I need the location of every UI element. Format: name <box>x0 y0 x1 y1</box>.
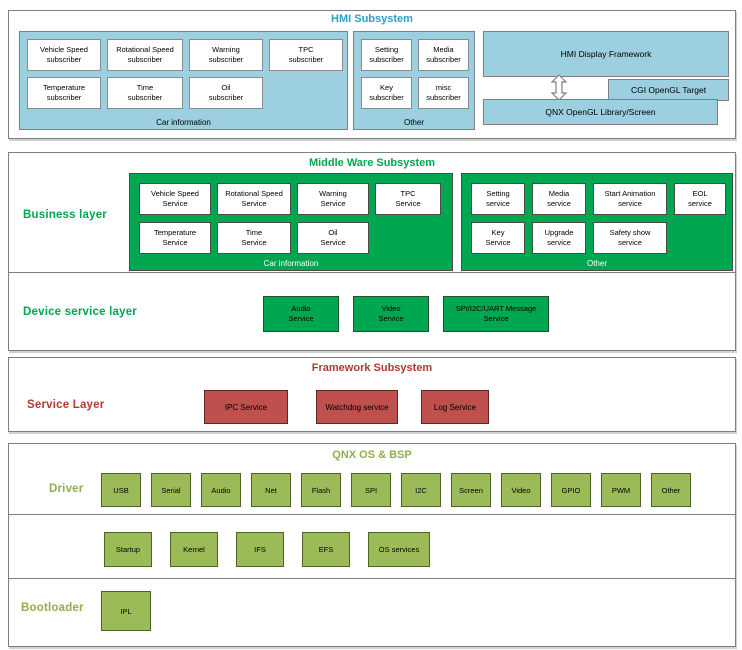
mw-box-tpc-service: TPC Service <box>375 183 441 215</box>
driver-audio-box: Audio <box>201 473 241 507</box>
middleware-title: Middle Ware Subsystem <box>308 157 436 169</box>
hmi-box-vehicle-speed-subscriber: Vehicle Speed subscriber <box>27 39 101 71</box>
audio-service-box: Audio Service <box>263 296 339 332</box>
mw-box-safety-show-service: Safety show service <box>593 222 667 254</box>
hmi-other-panel: Setting subscriber Media subscriber Key … <box>353 31 475 130</box>
mw-other-panel: Setting service Media service Start Anim… <box>461 173 733 271</box>
hmi-box-time-subscriber: Time subscriber <box>107 77 183 109</box>
middleware-subsystem-box: Middle Ware Subsystem Business layer Veh… <box>8 152 736 351</box>
mw-box-start-animation-service: Start Animation service <box>593 183 667 215</box>
hmi-box-rotational-speed-subscriber: Rotational Speed subscriber <box>107 39 183 71</box>
watchdog-service-box: Watchdog service <box>316 390 398 424</box>
driver-gpio-box: GPIO <box>551 473 591 507</box>
cgi-opengl-target-box: CGI OpenGL Target <box>608 79 729 101</box>
qnx-os-bsp-box: QNX OS & BSP Driver USB Serial Audio Net… <box>8 443 736 647</box>
business-layer-label: Business layer <box>23 209 107 221</box>
mw-car-info-caption: Car information <box>263 259 319 268</box>
mw-box-eol-service: EOL service <box>674 183 726 215</box>
spi-i2c-uart-message-service-box: SPI/I2C/UART Message Service <box>443 296 549 332</box>
os-ifs-box: IFS <box>236 532 284 567</box>
hmi-box-temperature-subscriber: Temperature subscriber <box>27 77 101 109</box>
hmi-box-key-subscriber: Key subscriber <box>361 77 412 109</box>
business-device-divider <box>9 272 735 273</box>
hmi-subsystem-title: HMI Subsystem <box>331 13 413 25</box>
driver-label: Driver <box>49 483 84 495</box>
bootloader-ipl-box: IPL <box>101 591 151 631</box>
mw-box-upgrade-service: Upgrade service <box>532 222 586 254</box>
ipc-service-box: IPC Service <box>204 390 288 424</box>
mw-box-oil-service: Oil Service <box>297 222 369 254</box>
hmi-car-info-panel: Vehicle Speed subscriber Rotational Spee… <box>19 31 348 130</box>
driver-serial-box: Serial <box>151 473 191 507</box>
hmi-box-oil-subscriber: Oil subscriber <box>189 77 263 109</box>
os-kernel-box: Kernel <box>170 532 218 567</box>
hmi-box-media-subscriber: Media subscriber <box>418 39 469 71</box>
mw-box-setting-service: Setting service <box>471 183 525 215</box>
driver-pwm-box: PWM <box>601 473 641 507</box>
driver-usb-box: USB <box>101 473 141 507</box>
hmi-box-tpc-subscriber: TPC subscriber <box>269 39 343 71</box>
mw-box-vehicle-speed-service: Vehicle Speed Service <box>139 183 211 215</box>
service-layer-label: Service Layer <box>27 399 105 411</box>
driver-os-divider <box>9 514 735 515</box>
hmi-car-info-caption: Car information <box>156 118 211 127</box>
driver-other-box: Other <box>651 473 691 507</box>
hmi-box-misc-subscriber: misc subscriber <box>418 77 469 109</box>
video-service-box: Video Service <box>353 296 429 332</box>
mw-box-time-service: Time Service <box>217 222 291 254</box>
driver-flash-box: Flash <box>301 473 341 507</box>
hmi-box-warning-subscriber: Warning subscriber <box>189 39 263 71</box>
hmi-display-framework-box: HMI Display Framework <box>483 31 729 77</box>
qnx-opengl-library-box: QNX OpenGL Library/Screen <box>483 99 718 125</box>
hmi-display-column: HMI Display Framework CGI OpenGL Target … <box>483 31 729 128</box>
mw-box-warning-service: Warning Service <box>297 183 369 215</box>
mw-box-key-service: Key Service <box>471 222 525 254</box>
driver-screen-box: Screen <box>451 473 491 507</box>
os-components-row: Startup Kernel IFS EFS OS services <box>104 532 430 567</box>
driver-row: USB Serial Audio Net Flash SPI I2C Scree… <box>101 473 691 507</box>
driver-net-box: Net <box>251 473 291 507</box>
log-service-box: Log Service <box>421 390 489 424</box>
device-service-layer-label: Device service layer <box>23 306 137 318</box>
driver-video-box: Video <box>501 473 541 507</box>
driver-i2c-box: I2C <box>401 473 441 507</box>
mw-box-rotational-speed-service: Rotational Speed Service <box>217 183 291 215</box>
mw-box-media-service: Media service <box>532 183 586 215</box>
bootloader-label: Bootloader <box>21 602 84 614</box>
mw-other-caption: Other <box>586 259 607 268</box>
hmi-subsystem-box: HMI Subsystem Vehicle Speed subscriber R… <box>8 10 736 139</box>
os-services-box: OS services <box>368 532 430 567</box>
mw-car-info-panel: Vehicle Speed Service Rotational Speed S… <box>129 173 453 271</box>
up-down-arrow-icon <box>549 74 569 101</box>
qnx-title: QNX OS & BSP <box>332 449 412 461</box>
framework-subsystem-box: Framework Subsystem Service Layer IPC Se… <box>8 357 736 432</box>
hmi-box-setting-subscriber: Setting subscriber <box>361 39 412 71</box>
framework-title: Framework Subsystem <box>311 362 433 374</box>
driver-spi-box: SPI <box>351 473 391 507</box>
hmi-other-caption: Other <box>403 118 424 127</box>
os-efs-box: EFS <box>302 532 350 567</box>
mw-box-temperature-service: Temperature Service <box>139 222 211 254</box>
os-startup-box: Startup <box>104 532 152 567</box>
os-bootloader-divider <box>9 578 735 579</box>
